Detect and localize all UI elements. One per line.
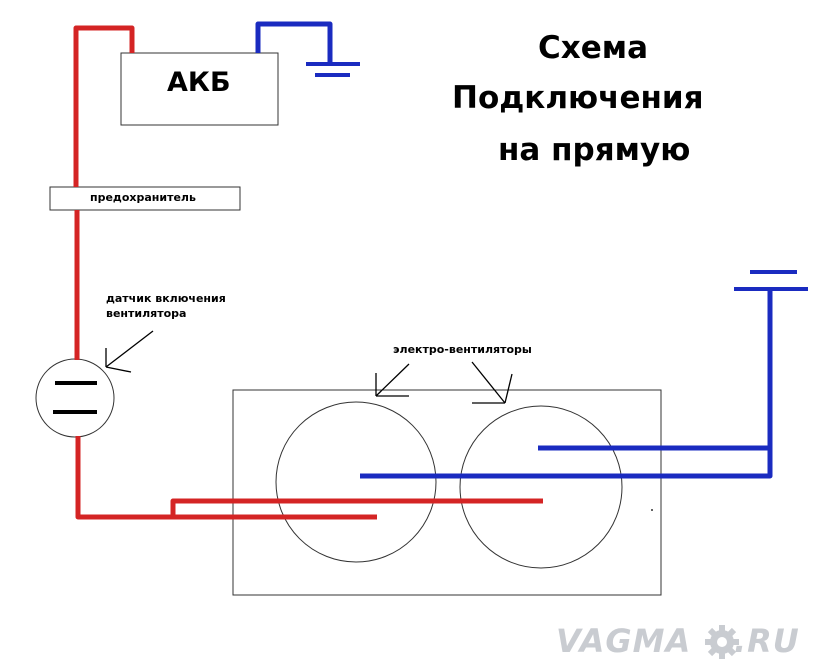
negative-wire-fans-branch <box>360 448 773 479</box>
fan-left <box>275 401 437 563</box>
positive-wire-branch <box>170 498 543 517</box>
fuse-label: предохранитель <box>90 191 196 204</box>
fans-label: электро-вентиляторы <box>393 343 532 356</box>
fan-arrow-right <box>471 361 513 404</box>
sensor-arrow <box>105 330 154 373</box>
watermark: VAGMA .RU <box>556 618 806 668</box>
watermark-text-vagma: VAGMA <box>556 622 692 660</box>
fan-right <box>459 405 623 569</box>
stray-dot <box>651 509 653 511</box>
diagram-title-line3: на прямую <box>498 132 691 168</box>
battery-box <box>120 52 279 126</box>
fan-frame <box>232 389 662 596</box>
negative-wire-fans <box>538 289 773 451</box>
battery-label: АКБ <box>167 67 231 98</box>
negative-wire-battery <box>255 21 333 64</box>
diagram-title-line2: Подключения <box>452 80 704 116</box>
fan-sensor <box>35 358 115 438</box>
watermark-text-ru: .RU <box>734 622 800 660</box>
diagram-title-line1: Схема <box>538 30 649 66</box>
fan-arrow-left <box>375 363 410 397</box>
sensor-label-line1: датчик включения <box>106 292 226 305</box>
positive-wire-sensor-to-fans <box>75 436 377 520</box>
gear-icon <box>705 625 739 659</box>
fuse-box <box>49 186 241 211</box>
positive-wire-battery <box>73 25 135 187</box>
sensor-label-line2: вентилятора <box>106 307 187 320</box>
